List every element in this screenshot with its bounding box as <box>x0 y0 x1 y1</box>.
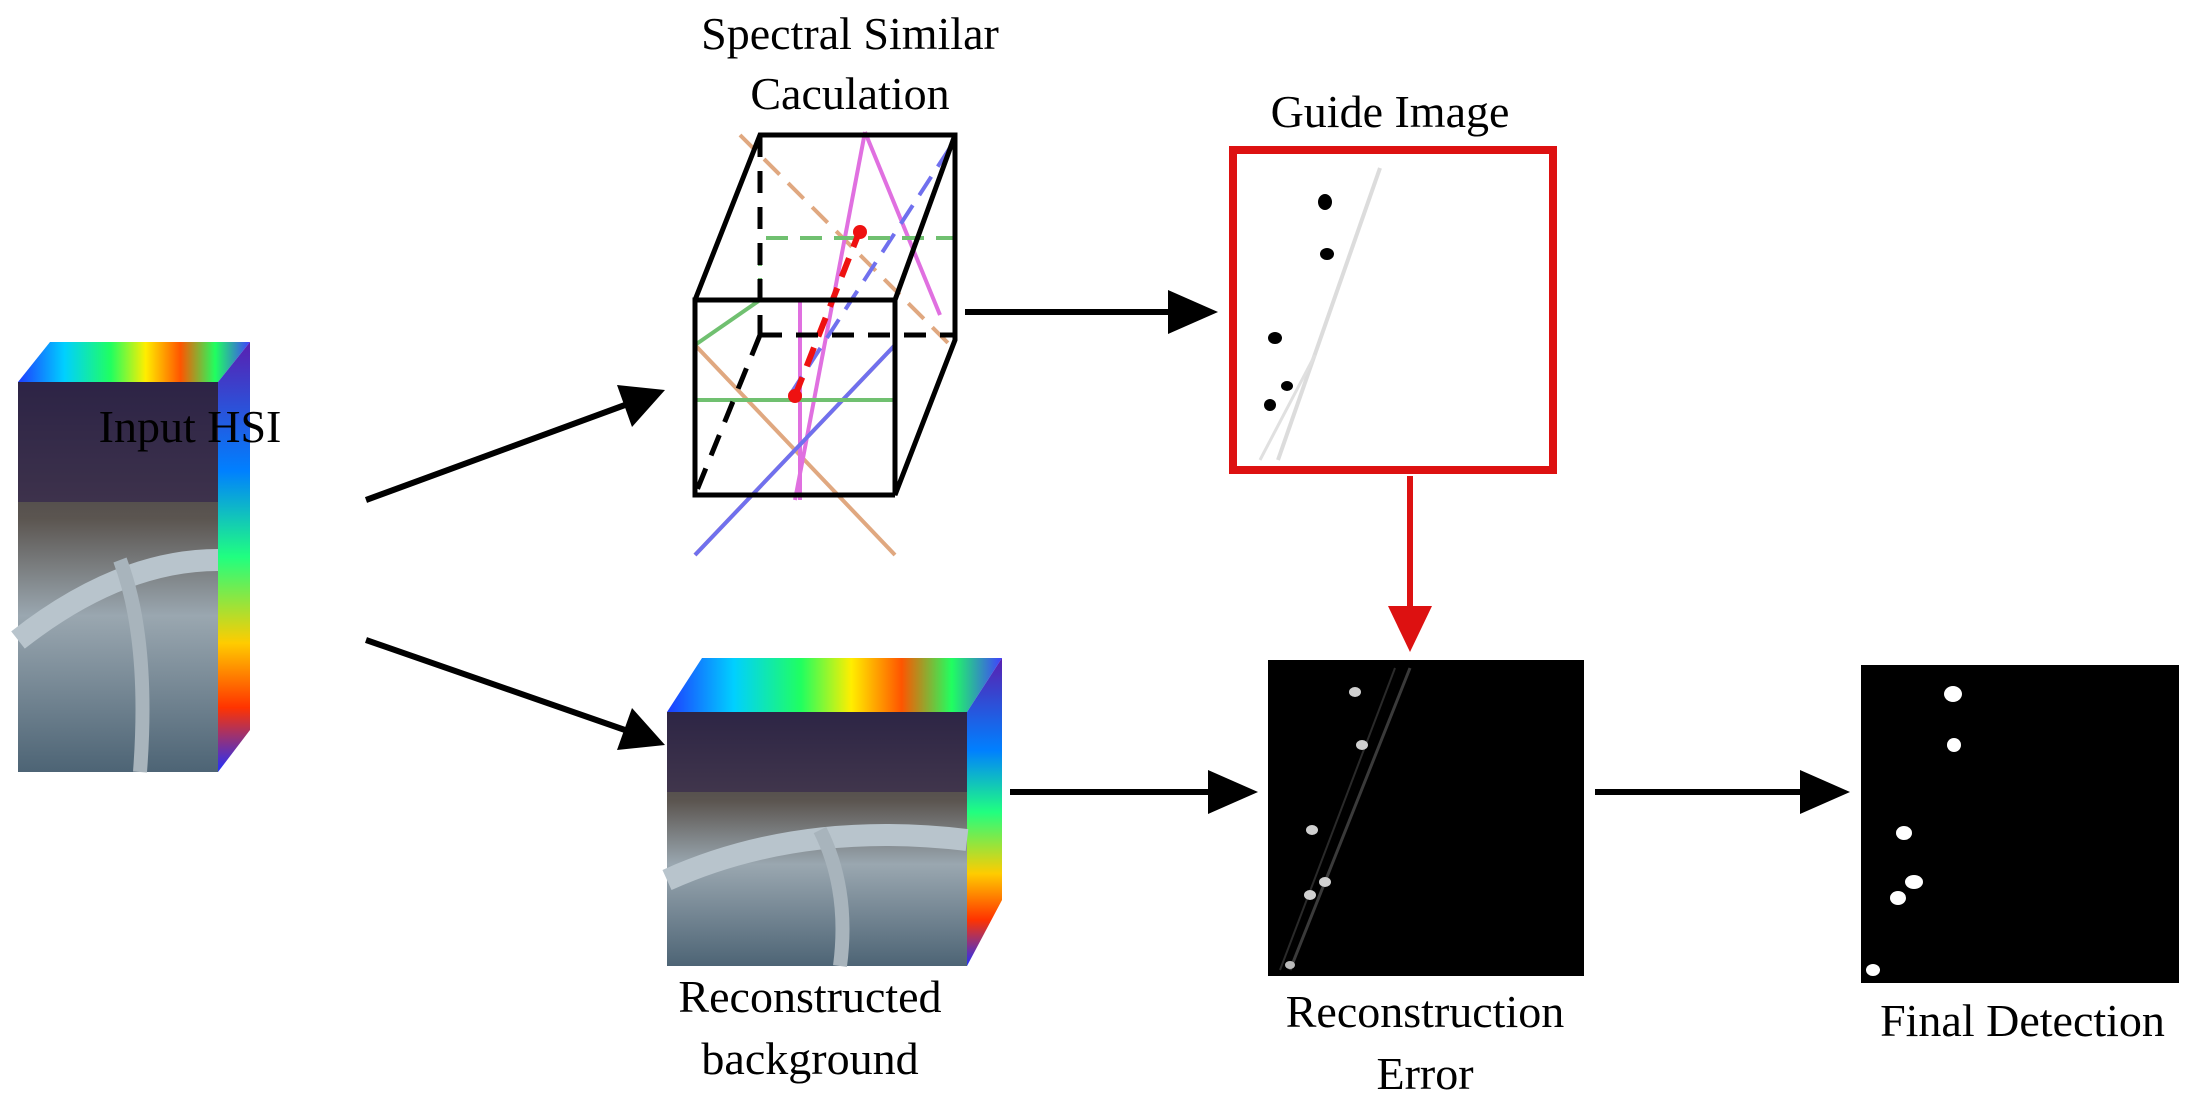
input-hsi-cube-side <box>218 342 250 772</box>
arrow-reconstructed-to-error <box>1010 770 1258 814</box>
reconstructed-cube-side <box>967 658 1002 966</box>
reconstruction-error-image <box>1268 660 1584 976</box>
label-reconstructed-line2: background <box>701 1033 919 1084</box>
label-final-detection: Final Detection <box>1880 995 2165 1046</box>
label-reconstructed-line1: Reconstructed <box>678 971 942 1022</box>
spectral-similarity-cube <box>692 131 958 557</box>
arrow-input-to-reconstructed <box>365 637 665 750</box>
arrow-spectral-to-guide <box>965 290 1218 334</box>
input-hsi-cube-top <box>18 342 250 382</box>
reconstructed-cube-top <box>667 658 1002 712</box>
arrow-guide-to-error <box>1388 476 1432 652</box>
label-input-hsi: Input HSI <box>98 401 282 452</box>
flow-arrows <box>364 290 1850 814</box>
label-reconstruction-line1: Reconstruction <box>1285 986 1565 1037</box>
final-detection-image <box>1861 665 2179 983</box>
label-reconstruction-line2: Error <box>1376 1048 1474 1099</box>
arrow-error-to-final <box>1595 770 1850 814</box>
reconstructed-background-cube <box>662 658 1002 967</box>
reconstruction-error-panel <box>1268 660 1584 976</box>
input-hsi-road <box>11 549 219 649</box>
final-detection-panel <box>1861 665 2179 983</box>
label-guide-image: Guide Image <box>1270 86 1510 137</box>
guide-image-panel <box>1229 146 1557 474</box>
guide-image-frame <box>1229 146 1557 474</box>
label-spectral-line1: Spectral Similar <box>701 8 999 59</box>
label-spectral-line2: Caculation <box>750 68 950 119</box>
arrow-input-to-spectral <box>364 385 665 503</box>
input-hsi-cube <box>11 342 250 773</box>
